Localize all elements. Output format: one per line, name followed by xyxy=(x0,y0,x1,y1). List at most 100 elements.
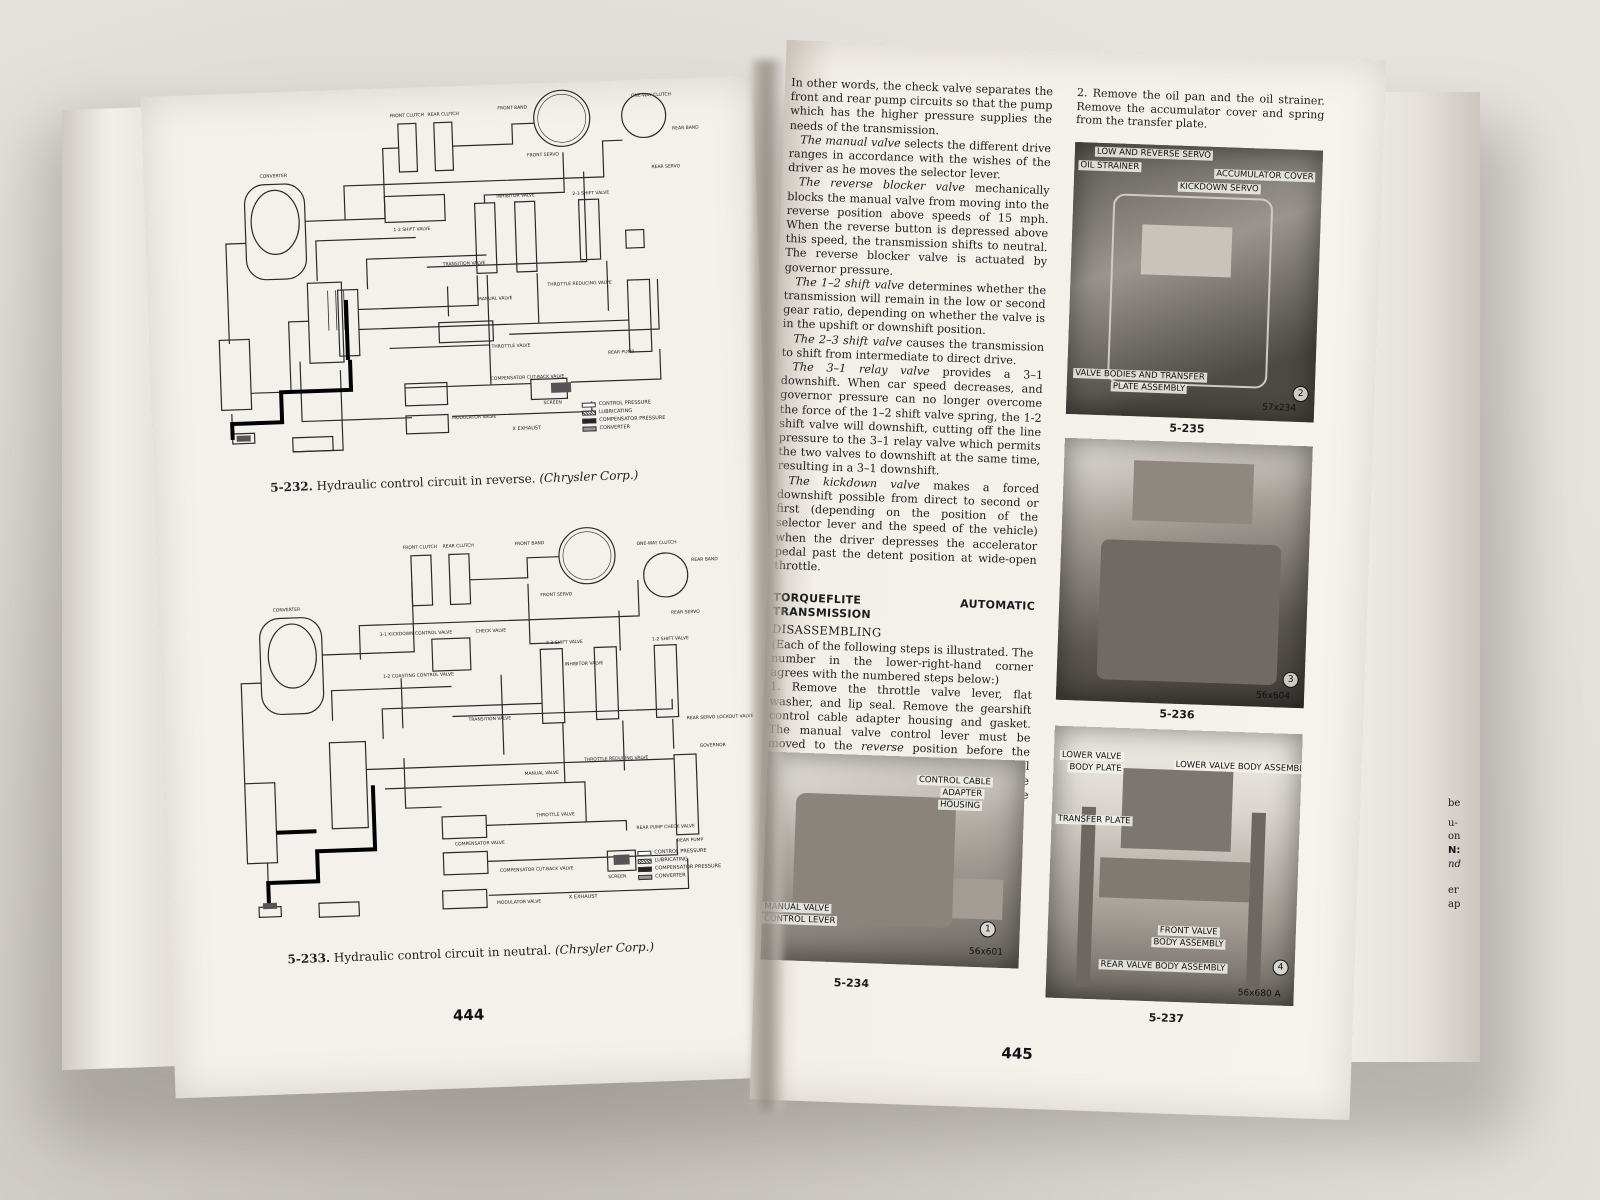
page-number-left: 444 xyxy=(452,1005,485,1025)
legend-label: CONVERTER xyxy=(655,872,686,880)
legend-label: CONTROL PRESSURE xyxy=(654,847,707,856)
legend-swatch xyxy=(638,874,653,880)
paragraph: The 3–1 relay valve provides a 3–1 downs… xyxy=(778,360,1044,483)
right-page: In other words, the check valve separate… xyxy=(749,39,1387,1121)
photo-label: ADAPTER xyxy=(940,787,985,800)
step-number: 2 xyxy=(1292,385,1309,403)
diagram-label: GOVERNOR xyxy=(699,742,726,749)
paragraph: The 1–2 shift valve determines whether t… xyxy=(782,275,1047,341)
diagram-label: SCREEN xyxy=(543,400,562,407)
legend-swatch xyxy=(581,409,597,416)
edge-fragment: nd xyxy=(1448,859,1461,870)
photo-5-237: LOWER VALVE BODY PLATE LOWER VALVE BODY … xyxy=(1045,725,1303,1007)
diagram-label: REAR SERVO xyxy=(651,164,681,171)
photo-5-235: LOW AND REVERSE SERVO OIL STRAINER ACCUM… xyxy=(1065,141,1324,423)
photo-detail xyxy=(1245,812,1266,993)
photo-label: REAR VALVE BODY ASSEMBLY xyxy=(1098,959,1228,974)
photo-label: KICKDOWN SERVO xyxy=(1177,181,1261,195)
diagram-label: REAR PUMP xyxy=(676,837,704,844)
figure-number-5-237: 5-237 xyxy=(1148,1011,1185,1026)
legend-item: CONVERTER xyxy=(582,423,665,432)
legend-item: CONVERTER xyxy=(638,871,721,880)
diagram-label: CONVERTER xyxy=(272,607,301,614)
caption-text: Hydraulic control circuit in neutral. xyxy=(333,943,552,965)
legend-swatch xyxy=(637,858,652,864)
legend-swatch xyxy=(582,425,597,432)
legend-swatch xyxy=(582,417,597,424)
paragraph: 2. Remove the oil pan and the oil strain… xyxy=(1075,86,1326,131)
caption-text: Hydraulic control circuit in reverse. xyxy=(316,471,536,494)
figure-number-5-236: 5-236 xyxy=(1159,707,1195,722)
photo-detail xyxy=(1140,224,1233,278)
page-number-right: 445 xyxy=(1001,1043,1034,1064)
paragraph-text: provides a 3–1 downshift. When car speed… xyxy=(777,365,1044,478)
photo-detail xyxy=(952,878,1004,920)
figure-number: 5-232. xyxy=(270,479,314,495)
book-gutter xyxy=(752,60,782,1110)
photo-detail xyxy=(1096,539,1282,686)
paragraph: In other words, the check valve separate… xyxy=(789,76,1054,137)
paragraph-text: makes a forced downshift possible from d… xyxy=(774,478,1040,574)
hydraulic-diagram-reverse-svg xyxy=(218,89,667,453)
paragraph: The reverse blocker valve mechanically b… xyxy=(784,175,1050,284)
legend-2: CONTROL PRESSURE LUBRICATING COMPENSATOR… xyxy=(637,847,721,882)
figure-caption-5-233: 5-233. Hydraulic control circuit in neut… xyxy=(231,938,711,969)
paragraph: The kickdown valve makes a forced downsh… xyxy=(774,473,1039,582)
hydraulic-diagram-neutral: CONTROL PRESSURE LUBRICATING COMPENSATOR… xyxy=(196,517,754,925)
photo-label: BODY ASSEMBLY xyxy=(1151,937,1226,950)
legend-swatch xyxy=(637,850,652,856)
step-number: 4 xyxy=(1272,959,1289,976)
legend-label: LUBRICATING xyxy=(654,856,688,864)
legend-swatch xyxy=(581,401,596,408)
hydraulic-diagram-reverse: CONTROL PRESSURE LUBRICATING COMPENSATOR… xyxy=(181,77,714,475)
hydraulic-diagram-neutral-svg xyxy=(240,527,700,918)
photo-code: 57x234 xyxy=(1261,402,1297,414)
photo-label: OIL STRAINER xyxy=(1078,160,1142,173)
legend-label: CONTROL PRESSURE xyxy=(598,399,652,408)
legend-swatch xyxy=(637,866,653,872)
diagram-label: REAR BAND xyxy=(672,125,699,132)
photo-label: HOUSING xyxy=(937,799,983,812)
photo-code: 56x604 xyxy=(1255,690,1291,702)
legend-1: CONTROL PRESSURE LUBRICATING COMPENSATOR… xyxy=(581,399,666,434)
paragraph-text: mechanically blocks the manual valve fro… xyxy=(784,181,1050,278)
diagram-label: FRONT BAND xyxy=(514,541,545,548)
diagram-label: FRONT BAND xyxy=(497,105,528,112)
step-number: 3 xyxy=(1282,671,1299,689)
diagram-label: CHECK VALVE xyxy=(475,628,507,635)
edge-fragment: be xyxy=(1448,798,1461,809)
photo-label: ACCUMULATOR COVER xyxy=(1214,168,1316,183)
edge-fragment: N: xyxy=(1448,845,1461,856)
figure-number-5-235: 5-235 xyxy=(1169,421,1205,436)
edge-fragment: u- xyxy=(1448,818,1458,829)
photo-label: LOWER VALVE xyxy=(1059,749,1124,763)
edge-fragment: on xyxy=(1448,831,1461,842)
exhaust-label: X EXHAUST xyxy=(512,425,542,433)
caption-credit: (Chrysler Corp.) xyxy=(539,467,639,486)
photo-5-234: CONTROL CABLE ADAPTER HOUSING MANUAL VAL… xyxy=(760,751,1026,969)
figure-number: 5-233. xyxy=(287,950,331,967)
exhaust-label: X EXHAUST xyxy=(568,893,598,901)
edge-fragment: er xyxy=(1448,885,1459,896)
diagram-label: REAR PUMP xyxy=(607,349,635,356)
legend-label: COMPENSATOR PRESSURE xyxy=(599,414,666,424)
text-column-2: 2. Remove the oil pan and the oil strain… xyxy=(1076,86,1325,135)
photo-label: PLATE ASSEMBLY xyxy=(1110,381,1188,395)
diagram-label: REAR SERVO xyxy=(670,609,700,616)
photo-detail xyxy=(1132,460,1255,525)
diagram-label: SCREEN xyxy=(608,874,627,881)
step-number: 1 xyxy=(979,921,997,938)
legend-label: LUBRICATING xyxy=(598,408,633,416)
caption-credit: (Chrsyler Corp.) xyxy=(554,939,655,958)
photo-detail xyxy=(1106,193,1274,389)
left-page: CONTROL PRESSURE LUBRICATING COMPENSATOR… xyxy=(140,75,788,1099)
diagram-label: CONVERTER xyxy=(259,173,288,180)
photo-label: FRONT VALVE xyxy=(1157,925,1220,938)
photo-label: CONTROL CABLE xyxy=(916,774,993,788)
legend-label: COMPENSATOR PRESSURE xyxy=(654,863,722,872)
text-column-1: In other words, the check valve separate… xyxy=(766,76,1053,817)
emphasis: reverse xyxy=(860,740,904,755)
photo-code: 56x680 A xyxy=(1237,988,1281,1000)
figure-number-5-234: 5-234 xyxy=(833,976,870,991)
photo-detail xyxy=(1075,806,1097,988)
